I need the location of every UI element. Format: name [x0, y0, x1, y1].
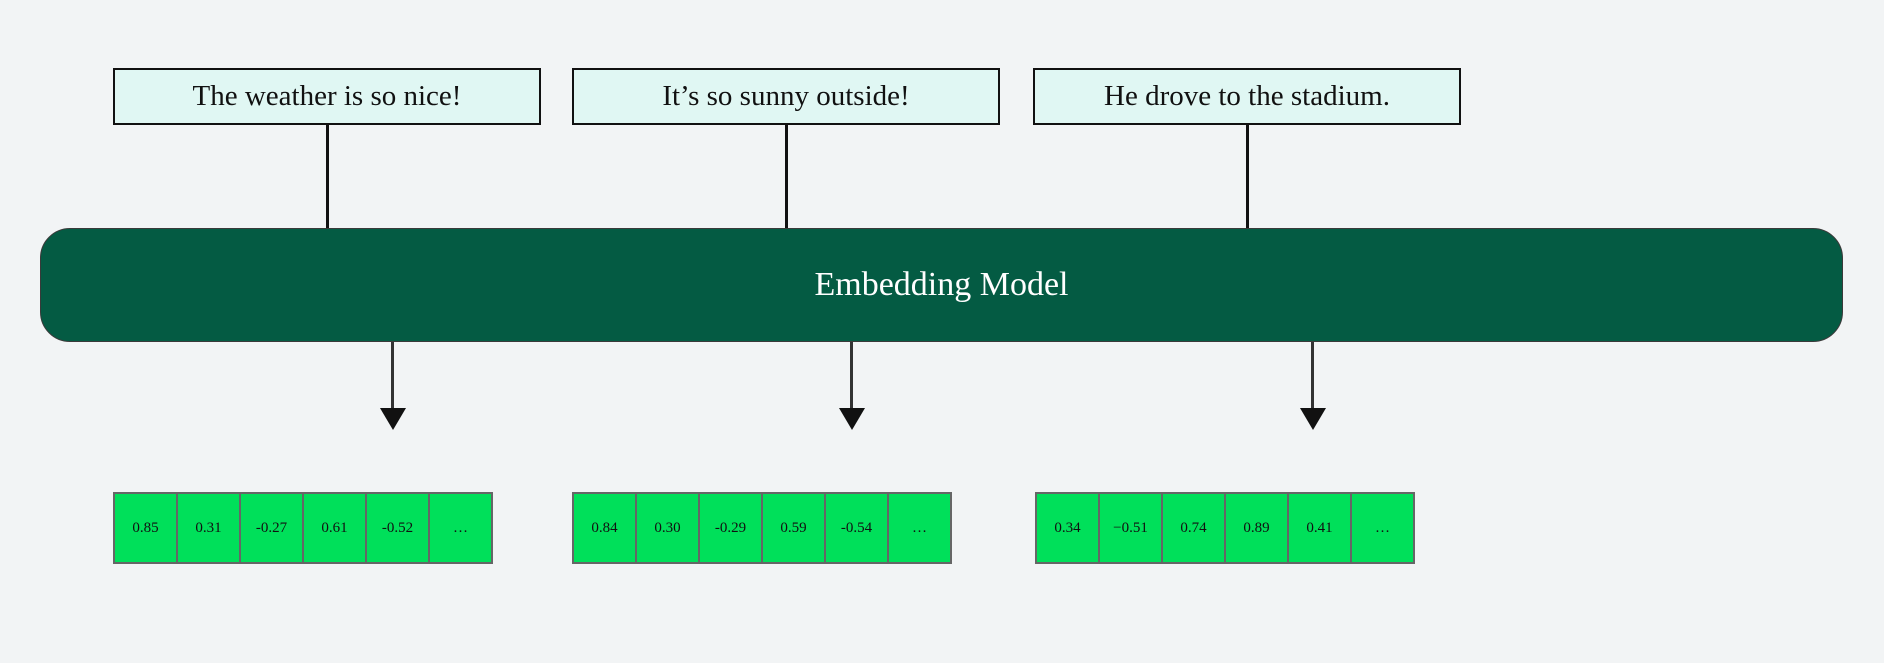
- vector-cell: 0.59: [761, 492, 826, 564]
- sentence-box-1: The weather is so nice!: [113, 68, 541, 125]
- vector-cell: 0.74: [1161, 492, 1226, 564]
- arrow-head-down-icon-1: [380, 408, 406, 430]
- connector-line-sentence-2-to-model: [785, 125, 788, 229]
- vector-cell-ellipsis: …: [428, 492, 493, 564]
- vector-cell-ellipsis: …: [1350, 492, 1415, 564]
- sentence-box-2: It’s so sunny outside!: [572, 68, 1000, 125]
- embedding-model-label: Embedding Model: [814, 266, 1069, 303]
- vector-value: 0.30: [654, 519, 681, 536]
- vector-value: 0.74: [1180, 519, 1207, 536]
- vector-value: 0.31: [195, 519, 222, 536]
- vector-cell: 0.85: [113, 492, 178, 564]
- vector-cell: 0.89: [1224, 492, 1289, 564]
- vector-value: -0.54: [840, 519, 873, 536]
- vector-cell: 0.30: [635, 492, 700, 564]
- vector-cell: 0.84: [572, 492, 637, 564]
- vector-cell: 0.41: [1287, 492, 1352, 564]
- sentence-text-2: It’s so sunny outside!: [662, 80, 910, 112]
- connector-line-sentence-3-to-model: [1246, 125, 1249, 229]
- vector-value: …: [1375, 519, 1390, 536]
- connector-line-sentence-1-to-model: [326, 125, 329, 229]
- vector-value: 0.59: [780, 519, 807, 536]
- vector-value: -0.27: [255, 519, 288, 536]
- embedding-vector-row-1: 0.85 0.31 -0.27 0.61 -0.52 …: [113, 492, 493, 564]
- connector-line-model-to-vector-3: [1311, 342, 1314, 414]
- vector-cell: 0.31: [176, 492, 241, 564]
- vector-cell: -0.29: [698, 492, 763, 564]
- vector-value: -0.52: [381, 519, 414, 536]
- vector-value: 0.85: [132, 519, 159, 536]
- sentence-text-3: He drove to the stadium.: [1104, 80, 1390, 112]
- vector-value: −0.51: [1113, 519, 1148, 536]
- vector-value: 0.34: [1054, 519, 1081, 536]
- arrow-head-down-icon-3: [1300, 408, 1326, 430]
- connector-line-model-to-vector-1: [391, 342, 394, 414]
- vector-cell: 0.34: [1035, 492, 1100, 564]
- vector-cell: -0.54: [824, 492, 889, 564]
- vector-cell-ellipsis: …: [887, 492, 952, 564]
- vector-value: 0.84: [591, 519, 618, 536]
- vector-cell: −0.51: [1098, 492, 1163, 564]
- vector-cell: -0.27: [239, 492, 304, 564]
- vector-cell: -0.52: [365, 492, 430, 564]
- sentence-text-1: The weather is so nice!: [192, 80, 462, 112]
- vector-value: 0.89: [1243, 519, 1270, 536]
- vector-value: …: [912, 519, 927, 536]
- vector-value: 0.61: [321, 519, 348, 536]
- sentence-box-3: He drove to the stadium.: [1033, 68, 1461, 125]
- embedding-vector-row-3: 0.34 −0.51 0.74 0.89 0.41 …: [1035, 492, 1415, 564]
- vector-value: 0.41: [1306, 519, 1333, 536]
- embedding-vector-row-2: 0.84 0.30 -0.29 0.59 -0.54 …: [572, 492, 952, 564]
- embedding-model-block: Embedding Model: [40, 228, 1843, 342]
- arrow-head-down-icon-2: [839, 408, 865, 430]
- vector-cell: 0.61: [302, 492, 367, 564]
- vector-value: -0.29: [714, 519, 747, 536]
- vector-value: …: [453, 519, 468, 536]
- connector-line-model-to-vector-2: [850, 342, 853, 414]
